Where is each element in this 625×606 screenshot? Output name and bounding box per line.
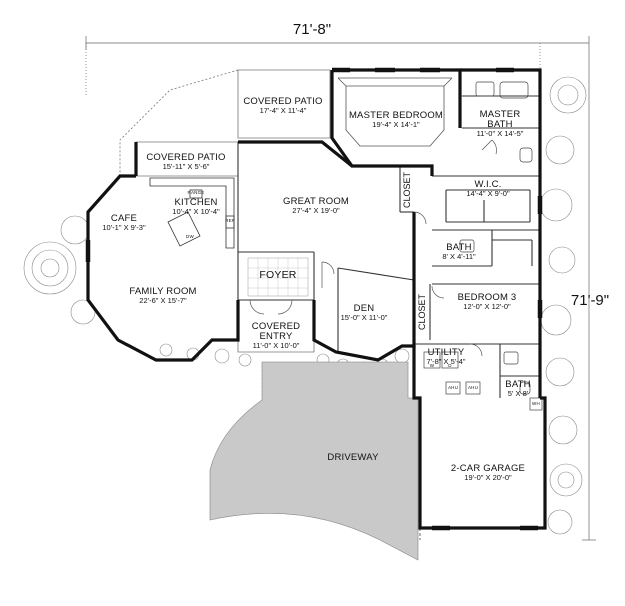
- room-name: UTILITY: [427, 347, 465, 358]
- closet-label-great-room: CLOSET: [402, 171, 412, 209]
- room-name: GREAT ROOM: [282, 196, 350, 207]
- room-size: 11'-0" X 10'-0": [252, 340, 300, 350]
- room-name: COVERED ENTRY: [251, 321, 301, 342]
- room-name: MASTER BATH: [479, 109, 521, 130]
- room-size: 8' X 4'-11": [442, 251, 476, 261]
- room-master-bath: MASTER BATH 11'-0" X 14'-5": [475, 110, 525, 138]
- room-name: 2-CAR GARAGE: [450, 463, 526, 474]
- room-size: 19'-4" X 14'-1": [372, 119, 420, 129]
- room-size: 11'-0" X 14'-5": [476, 128, 524, 138]
- fixture-w-label: W: [429, 363, 435, 368]
- room-great-room: GREAT ROOM 27'-4" X 19'-0": [283, 197, 349, 215]
- room-cafe: CAFE 10'-1" X 9'-3": [102, 214, 145, 232]
- room-size: 15'-11" X 5'-6": [162, 161, 210, 171]
- kitchen-counters: [149, 177, 235, 249]
- fixture-ahu-label-1: AHU: [447, 385, 459, 390]
- fixture-d-label: D: [448, 363, 452, 368]
- room-size: 27'-4" X 19'-0": [292, 205, 340, 215]
- closet-label-bedroom-3: CLOSET: [417, 293, 427, 331]
- room-master-bedroom: MASTER BEDROOM 19'-4" X 14'-1": [349, 111, 443, 129]
- room-name: KITCHEN: [174, 197, 218, 208]
- room-covered-patio-rear: COVERED PATIO 17'-4" X 11'-4": [243, 97, 322, 115]
- room-name: FOYER: [259, 269, 297, 281]
- room-name: MASTER BEDROOM: [348, 110, 444, 121]
- room-size: 5' X 8': [507, 388, 529, 398]
- room-size: 7'-8" X 5'-4": [426, 356, 466, 366]
- fixture-wh-label: WH: [532, 401, 540, 406]
- room-name: COVERED PATIO: [146, 152, 226, 163]
- room-size: 10'-4" X 10'-4": [172, 206, 220, 216]
- room-name: DRIVEWAY: [327, 452, 379, 463]
- room-covered-patio-side: COVERED PATIO 15'-11" X 5'-6": [146, 153, 225, 171]
- room-family-room: FAMILY ROOM 22'-6" X 15'-7": [129, 287, 196, 305]
- fixture-ahu-label-2: AHU: [467, 385, 479, 390]
- driveway-paving: [209, 361, 419, 561]
- room-kitchen: KITCHEN 10'-4" X 10'-4": [172, 198, 219, 216]
- room-size: 17'-4" X 11'-4": [259, 105, 307, 115]
- room-name: FAMILY ROOM: [129, 286, 197, 297]
- room-driveway: DRIVEWAY: [327, 453, 378, 463]
- room-name: CAFE: [110, 213, 138, 224]
- room-garage: 2-CAR GARAGE 19'-0" X 20'-0": [451, 464, 525, 482]
- room-name: BEDROOM 3: [457, 292, 517, 303]
- window-accents: [85, 67, 543, 531]
- room-name: COVERED PATIO: [243, 96, 323, 107]
- door-swings: [249, 139, 497, 357]
- room-name: BATH: [505, 379, 531, 390]
- fixture-ref-label: REF: [225, 218, 235, 223]
- room-bath-3: BATH 5' X 8': [505, 380, 530, 398]
- room-size: 22'-6" X 15'-7": [139, 295, 187, 305]
- room-size: 12'-0" X 12'-0": [463, 301, 511, 311]
- room-size: 10'-1" X 9'-3": [102, 222, 146, 232]
- room-size: 14'-4" X 9'-0": [466, 188, 510, 198]
- room-size: 19'-0" X 20'-0": [464, 472, 512, 482]
- overall-depth-dimension: 71'-9": [570, 292, 610, 309]
- room-name: BATH: [446, 242, 472, 253]
- room-covered-entry: COVERED ENTRY 11'-0" X 10'-0": [248, 322, 304, 350]
- room-den: DEN 15'-0" X 11'-0": [341, 304, 388, 322]
- fixture-dw-label: DW: [186, 234, 194, 239]
- room-wic: W.I.C. 14'-4" X 9'-0": [466, 180, 509, 198]
- overall-width-dimension: 71'-8": [292, 21, 332, 38]
- room-name: DEN: [353, 303, 375, 314]
- room-name: W.I.C.: [474, 179, 502, 190]
- fixture-range-label: RANGE: [187, 190, 205, 195]
- room-foyer: FOYER: [259, 269, 297, 281]
- master-bedroom-ceiling: [337, 77, 453, 147]
- landscaping: [23, 76, 587, 535]
- room-size: 15'-0" X 11'-0": [340, 312, 388, 322]
- room-bedroom-3: BEDROOM 3 12'-0" X 12'-0": [458, 293, 517, 311]
- dimension-lines: [85, 36, 596, 541]
- room-utility: UTILITY 7'-8" X 5'-4": [426, 348, 465, 366]
- room-bath-2: BATH 8' X 4'-11": [442, 243, 475, 261]
- bath-fixtures: [423, 81, 543, 411]
